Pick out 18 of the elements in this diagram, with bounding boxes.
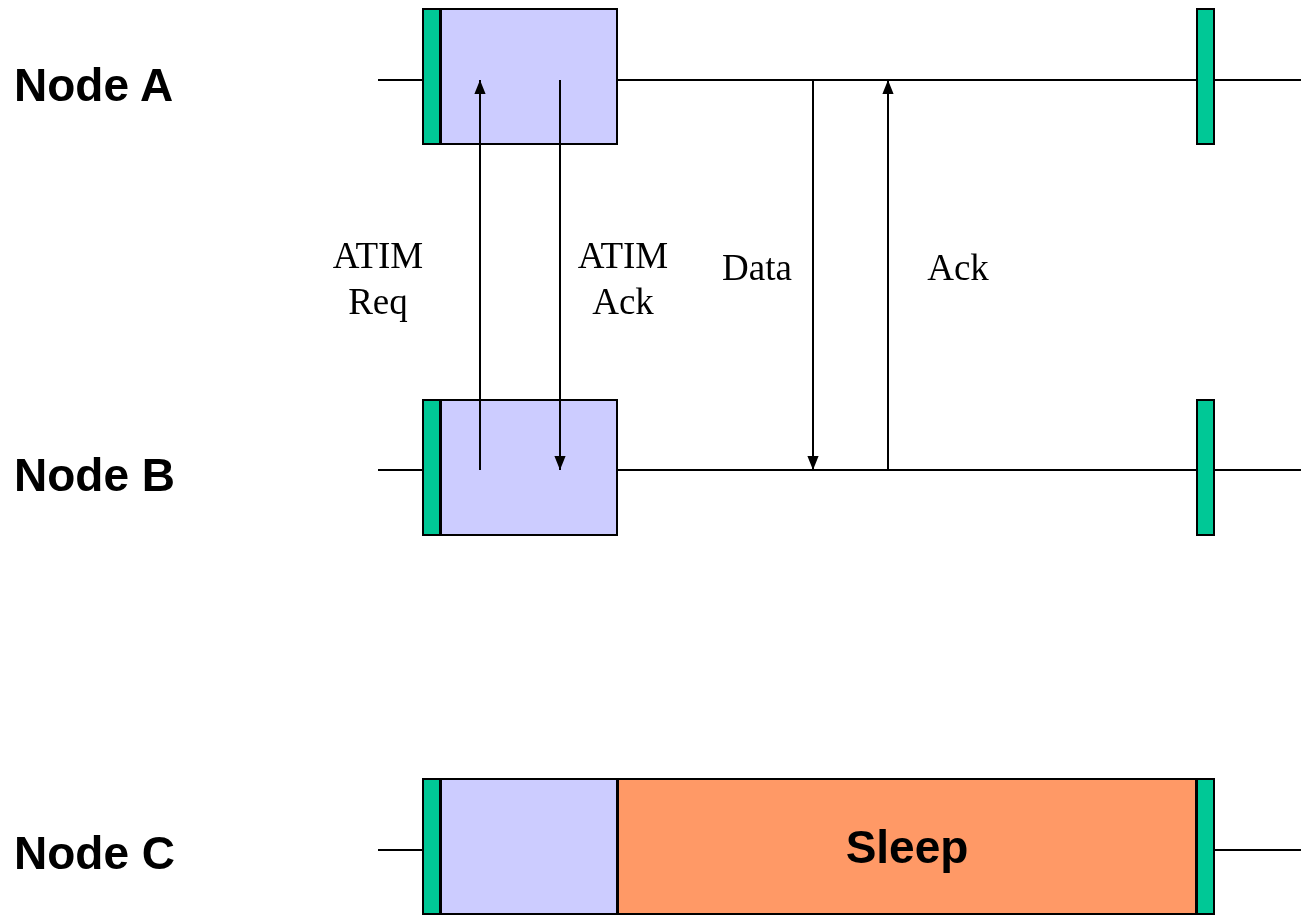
beacon-bar (422, 8, 441, 145)
atim-window (440, 399, 618, 536)
message-arrow (554, 79, 566, 471)
beacon-bar (1196, 778, 1215, 915)
beacon-bar (422, 399, 441, 536)
message-arrow (882, 79, 894, 471)
node-name: Node C (14, 830, 175, 876)
node-name: Node A (14, 62, 174, 108)
message-arrow (474, 79, 486, 471)
atim-window (440, 8, 618, 145)
message-arrow (807, 79, 819, 471)
beacon-bar (1196, 8, 1215, 145)
beacon-bar (422, 778, 441, 915)
node-name: Node B (14, 452, 175, 498)
sleep-box (617, 778, 1197, 915)
atim-window (440, 778, 618, 915)
beacon-bar (1196, 399, 1215, 536)
state-label: Sleep (845, 819, 969, 874)
